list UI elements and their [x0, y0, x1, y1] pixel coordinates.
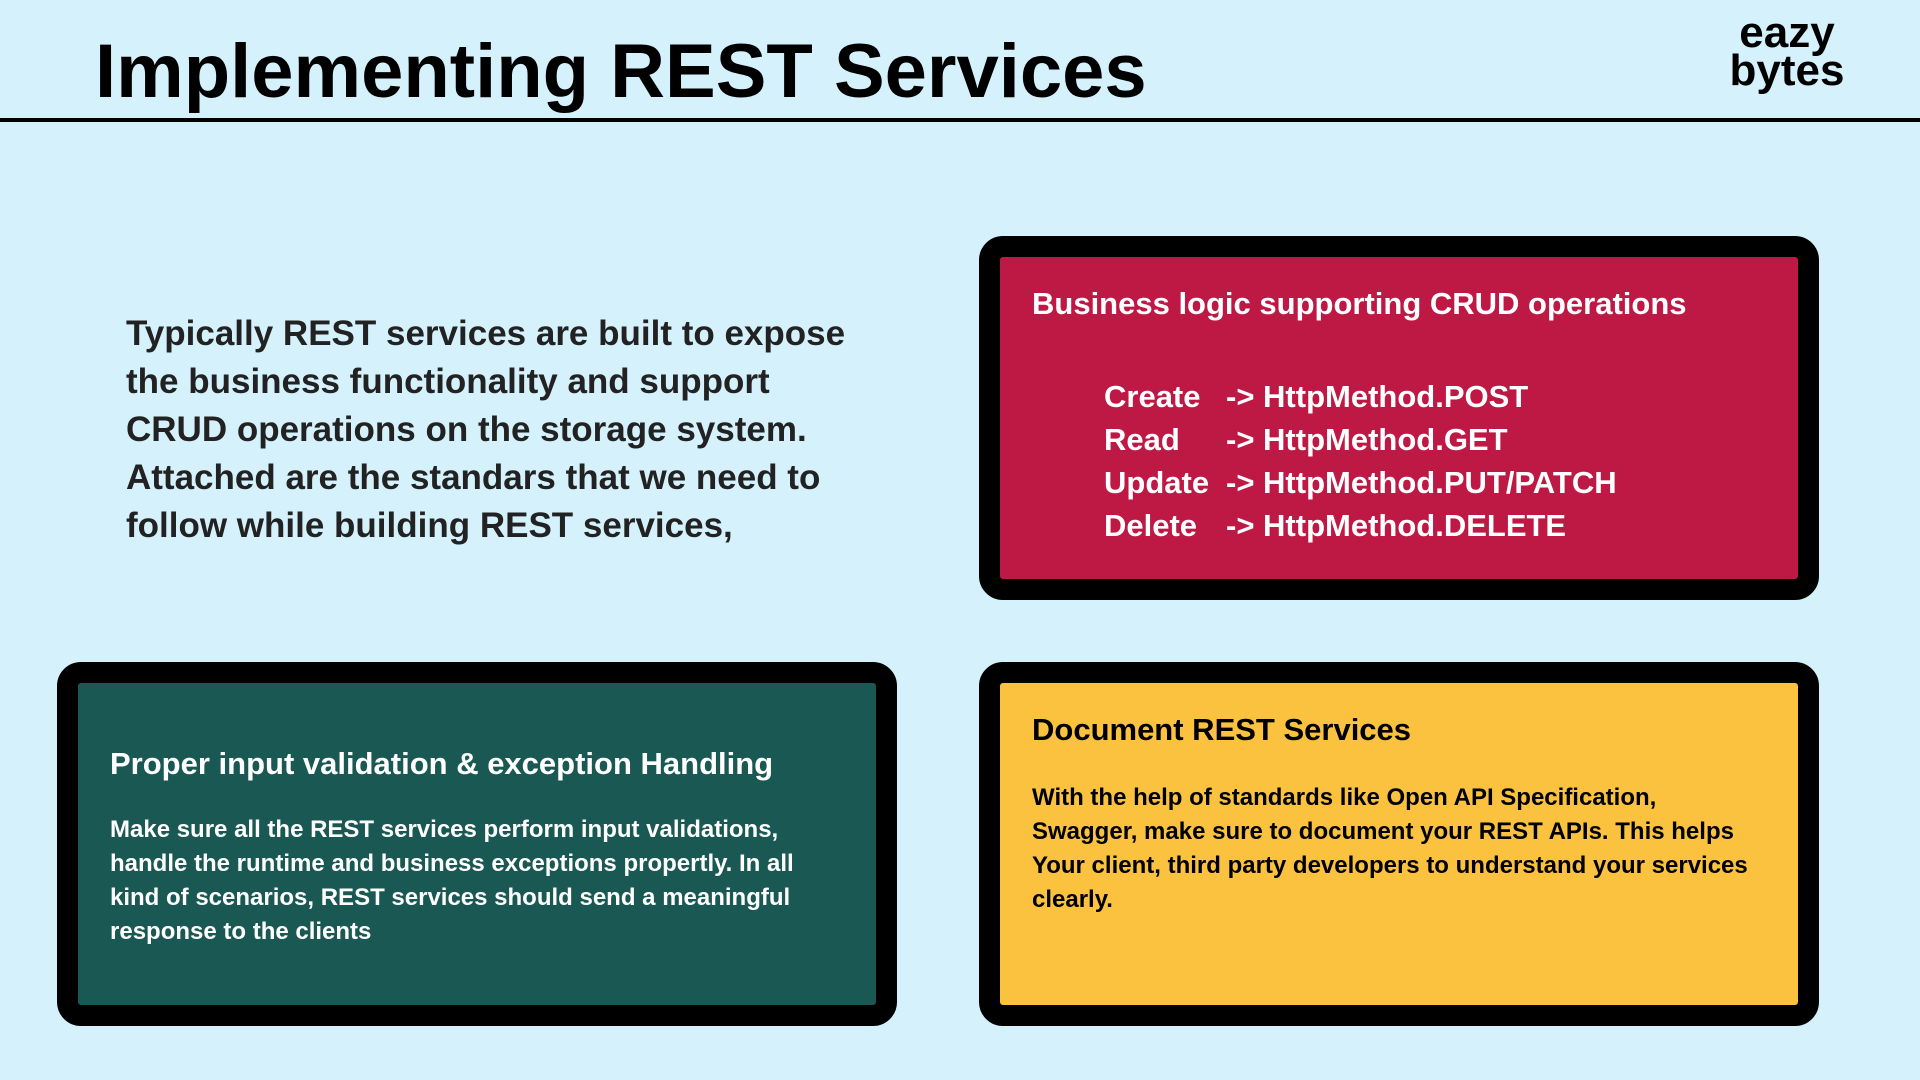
crud-http-method: -> HttpMethod.PUT/PATCH	[1226, 465, 1617, 500]
eazybytes-logo: eazy bytes	[1712, 8, 1862, 95]
crud-row-create: Create -> HttpMethod.POST	[1104, 375, 1766, 418]
documentation-card: Document REST Services With the help of …	[979, 662, 1819, 1026]
crud-http-method: -> HttpMethod.POST	[1226, 379, 1529, 414]
logo-line-2: bytes	[1729, 46, 1845, 95]
validation-card-heading: Proper input validation & exception Hand…	[110, 746, 774, 781]
crud-http-method: -> HttpMethod.DELETE	[1226, 508, 1567, 543]
crud-card-heading: Business logic supporting CRUD operation…	[1032, 286, 1687, 321]
documentation-card-heading: Document REST Services	[1032, 712, 1412, 747]
crud-operations-card: Business logic supporting CRUD operation…	[979, 236, 1819, 600]
crud-row-delete: Delete -> HttpMethod.DELETE	[1104, 504, 1766, 547]
crud-op-label: Update	[1104, 465, 1210, 500]
validation-card-body: Make sure all the REST services perform …	[110, 816, 794, 945]
crud-op-label: Read	[1104, 422, 1180, 457]
documentation-card-body: With the help of standards like Open API…	[1032, 784, 1748, 913]
crud-op-label: Create	[1104, 379, 1201, 414]
crud-http-method: -> HttpMethod.GET	[1226, 422, 1508, 457]
logo-line-1: eazy	[1739, 8, 1835, 57]
crud-method-list: Create -> HttpMethod.POST Read -> HttpMe…	[1104, 375, 1766, 547]
title-divider	[0, 118, 1920, 122]
page-title: Implementing REST Services	[95, 29, 1147, 114]
intro-text: Typically REST services are built to exp…	[126, 314, 846, 545]
validation-card: Proper input validation & exception Hand…	[57, 662, 897, 1026]
crud-op-label: Delete	[1104, 508, 1198, 543]
crud-row-update: Update -> HttpMethod.PUT/PATCH	[1104, 461, 1766, 504]
crud-row-read: Read -> HttpMethod.GET	[1104, 418, 1766, 461]
